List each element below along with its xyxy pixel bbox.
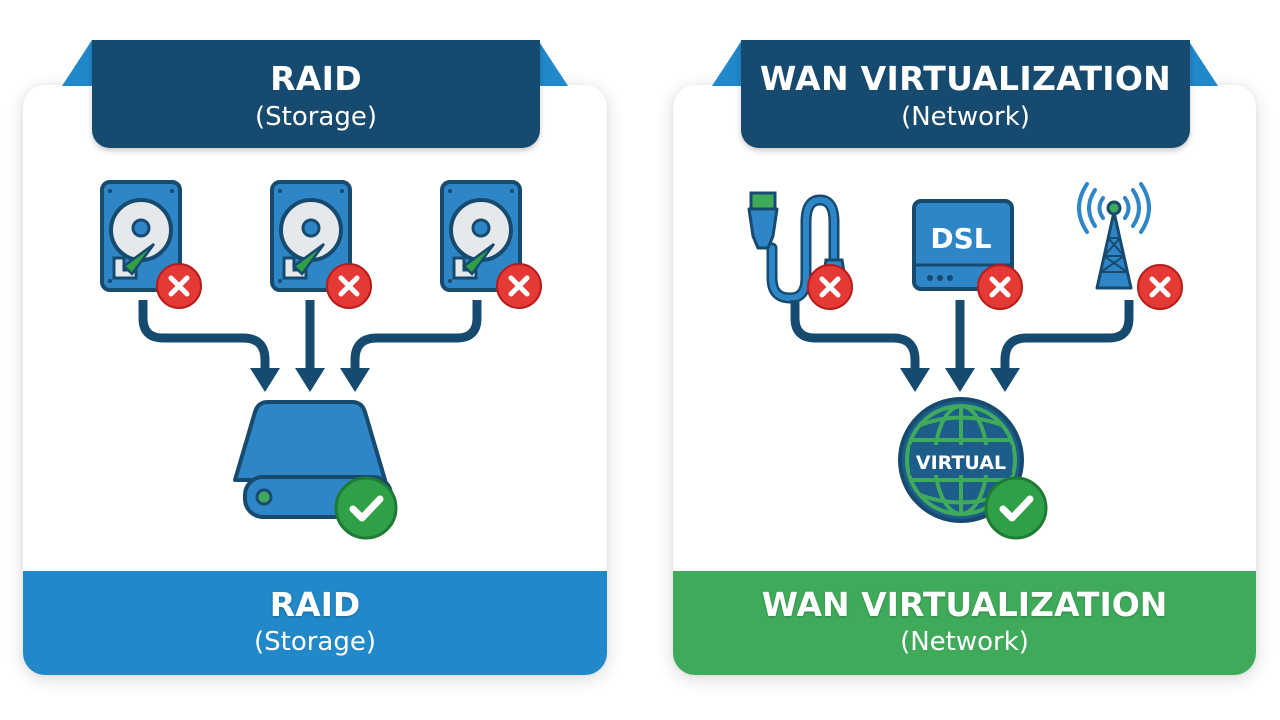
arrowhead-2	[295, 368, 325, 392]
arrowhead-1	[250, 368, 280, 392]
success-check-icon	[986, 478, 1046, 538]
wan-footer-subtitle: (Network)	[900, 627, 1029, 657]
error-x-icon	[157, 264, 201, 308]
raid-footer-subtitle: (Storage)	[253, 627, 376, 657]
raid-arrowheads	[250, 368, 370, 392]
wan-merge-arrows	[790, 300, 1134, 372]
cell-tower-icon	[1077, 182, 1151, 290]
success-check-icon	[336, 478, 396, 538]
raid-header-subtitle: (Storage)	[254, 102, 377, 132]
arrow-line-1	[138, 300, 270, 372]
arrow-line-1	[790, 300, 920, 372]
error-x-icon	[808, 265, 852, 309]
cell-tower	[1077, 182, 1182, 309]
raid-footer: RAID (Storage)	[23, 571, 607, 675]
wan-arrowheads	[900, 368, 1020, 392]
wan-header-tab: WAN VIRTUALIZATION (Network)	[741, 40, 1190, 148]
dsl-modem: DSL	[912, 199, 1022, 309]
hard-drive-3	[440, 180, 541, 308]
ethernet-cable-icon	[747, 191, 846, 304]
error-x-icon	[497, 264, 541, 308]
error-x-icon	[978, 265, 1022, 309]
hard-drive-1	[100, 180, 201, 308]
wan-diagram: DSL	[747, 182, 1280, 720]
wan-panel: WAN VIRTUALIZATION (Network) WAN VIRTUAL…	[650, 0, 1280, 720]
wan-header-subtitle: (Network)	[901, 102, 1030, 132]
arrowhead-1	[900, 368, 930, 392]
virtual-label: VIRTUAL	[916, 452, 1006, 474]
raid-ribbon-right-fold	[538, 40, 568, 86]
raid-header-title: RAID	[270, 59, 362, 98]
wan-ribbon-right-fold	[1188, 40, 1218, 86]
arrowhead-2	[945, 368, 975, 392]
raid-header-tab: RAID (Storage)	[92, 40, 540, 148]
ethernet-cable	[747, 191, 852, 309]
wan-card: WAN VIRTUALIZATION (Network)	[673, 85, 1256, 675]
raid-panel: RAID (Storage) RAID (Storage)	[23, 40, 640, 720]
hard-drive-2	[270, 180, 371, 308]
wan-ribbon-left-fold	[712, 40, 742, 86]
raid-footer-title: RAID	[269, 585, 361, 624]
raid-merge-arrows	[138, 300, 482, 372]
arrowhead-3	[340, 368, 370, 392]
arrow-line-3	[1000, 300, 1134, 372]
wan-footer-title: WAN VIRTUALIZATION	[761, 585, 1168, 624]
wan-header-title: WAN VIRTUALIZATION	[759, 59, 1172, 98]
arrow-line-3	[350, 300, 482, 372]
wan-footer: WAN VIRTUALIZATION (Network)	[673, 571, 1256, 675]
raid-ribbon-left-fold	[62, 40, 92, 86]
arrowhead-3	[990, 368, 1020, 392]
error-x-icon	[327, 264, 371, 308]
error-x-icon	[1138, 265, 1182, 309]
dsl-label: DSL	[930, 222, 991, 255]
dsl-modem-icon: DSL	[912, 199, 1014, 291]
raid-diagram	[100, 180, 640, 720]
